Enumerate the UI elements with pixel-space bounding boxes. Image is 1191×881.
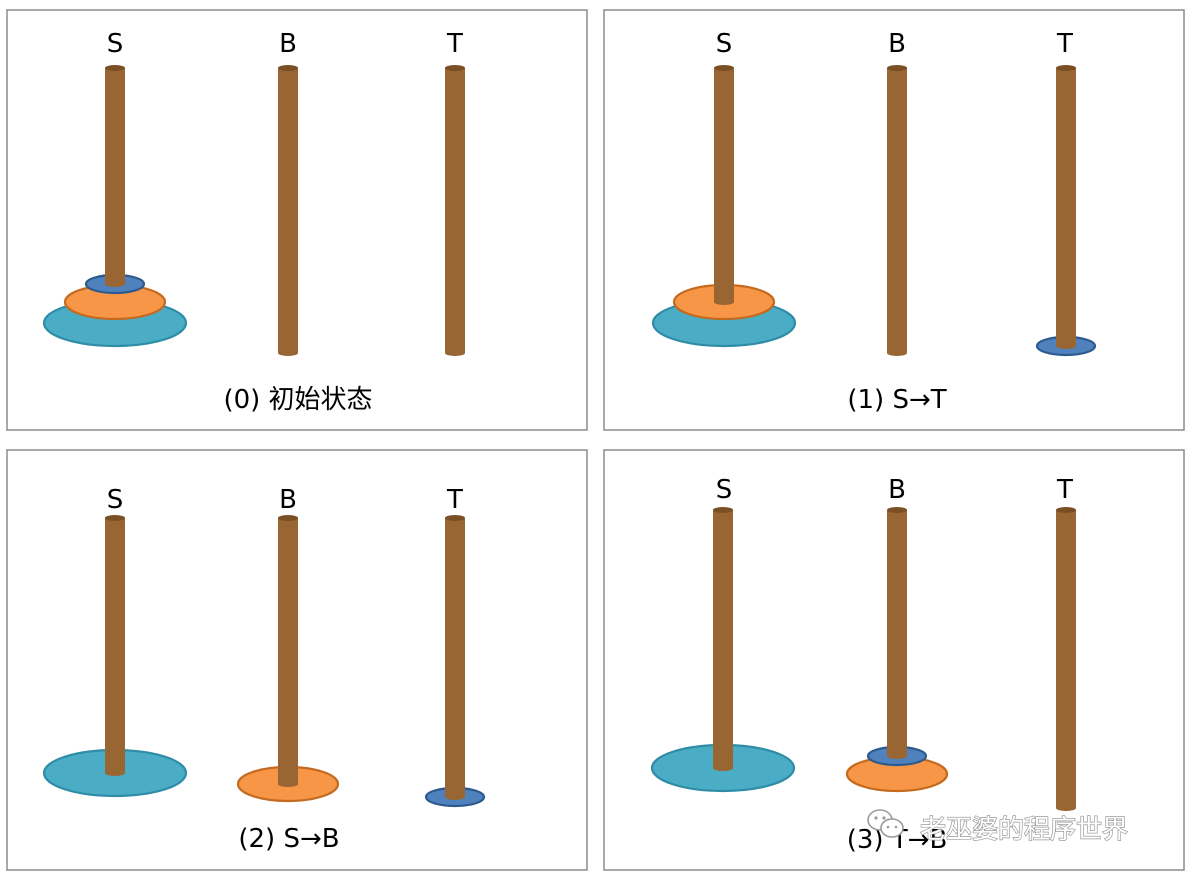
rod-cap [887, 507, 907, 513]
peg-label-s: S [716, 29, 733, 59]
peg-label-s: S [107, 29, 124, 59]
rod-b [887, 68, 907, 353]
panel-3: S B T (3) T→B [603, 449, 1185, 871]
panel-2: S B T (2) S→B [6, 449, 588, 871]
rod-cap [278, 515, 298, 521]
watermark: 老巫婆的程序世界 [867, 809, 1129, 846]
rod-t [445, 68, 465, 353]
rod-b [278, 68, 298, 353]
rod-t [445, 518, 465, 797]
rod-base [278, 350, 298, 356]
peg-label-b: B [888, 29, 906, 59]
rod-s [713, 510, 733, 768]
rod-cap [445, 65, 465, 71]
rod-cap [713, 507, 733, 513]
peg-label-t: T [1056, 29, 1073, 59]
rod-cap [445, 515, 465, 521]
rod-b [887, 510, 907, 756]
panel-caption: (1) S→T [847, 385, 946, 415]
peg-label-b: B [279, 29, 297, 59]
peg-label-s: S [107, 485, 124, 515]
peg-label-b: B [279, 485, 297, 515]
rod-base [105, 281, 125, 287]
rod-cap [887, 65, 907, 71]
rod-s [105, 518, 125, 773]
panel-1-pieces [651, 65, 1097, 357]
rod-base [887, 350, 907, 356]
panel-caption: (0) 初始状态 [223, 385, 372, 415]
rod-cap [714, 65, 734, 71]
panel-2-pieces [42, 515, 486, 808]
rod-base [714, 299, 734, 305]
rod-t [1056, 510, 1076, 808]
panel-1: S B T (1) S→T [603, 9, 1185, 431]
rod-cap [105, 515, 125, 521]
panel-0-pieces [42, 65, 465, 356]
rod-s [714, 68, 734, 302]
panel-0: S B T (0) 初始状态 [6, 9, 588, 431]
rod-base [445, 350, 465, 356]
peg-label-b: B [888, 475, 906, 505]
rod-base [278, 781, 298, 787]
peg-label-t: T [446, 485, 463, 515]
watermark-text: 老巫婆的程序世界 [920, 815, 1128, 845]
peg-label-t: T [1056, 475, 1073, 505]
rod-cap [1056, 507, 1076, 513]
rod-base [887, 753, 907, 759]
rod-base [1056, 805, 1076, 811]
rod-base [445, 794, 465, 800]
panel-caption: (2) S→B [238, 824, 339, 854]
peg-label-s: S [716, 475, 733, 505]
rod-base [1056, 343, 1076, 349]
rod-cap [278, 65, 298, 71]
rod-cap [105, 65, 125, 71]
rod-base [713, 765, 733, 771]
rod-cap [1056, 65, 1076, 71]
rod-s [105, 68, 125, 284]
rod-b [278, 518, 298, 784]
peg-label-t: T [446, 29, 463, 59]
panel-3-pieces [650, 507, 1076, 811]
rod-t [1056, 68, 1076, 346]
wechat-icon [867, 809, 904, 838]
rod-base [105, 770, 125, 776]
